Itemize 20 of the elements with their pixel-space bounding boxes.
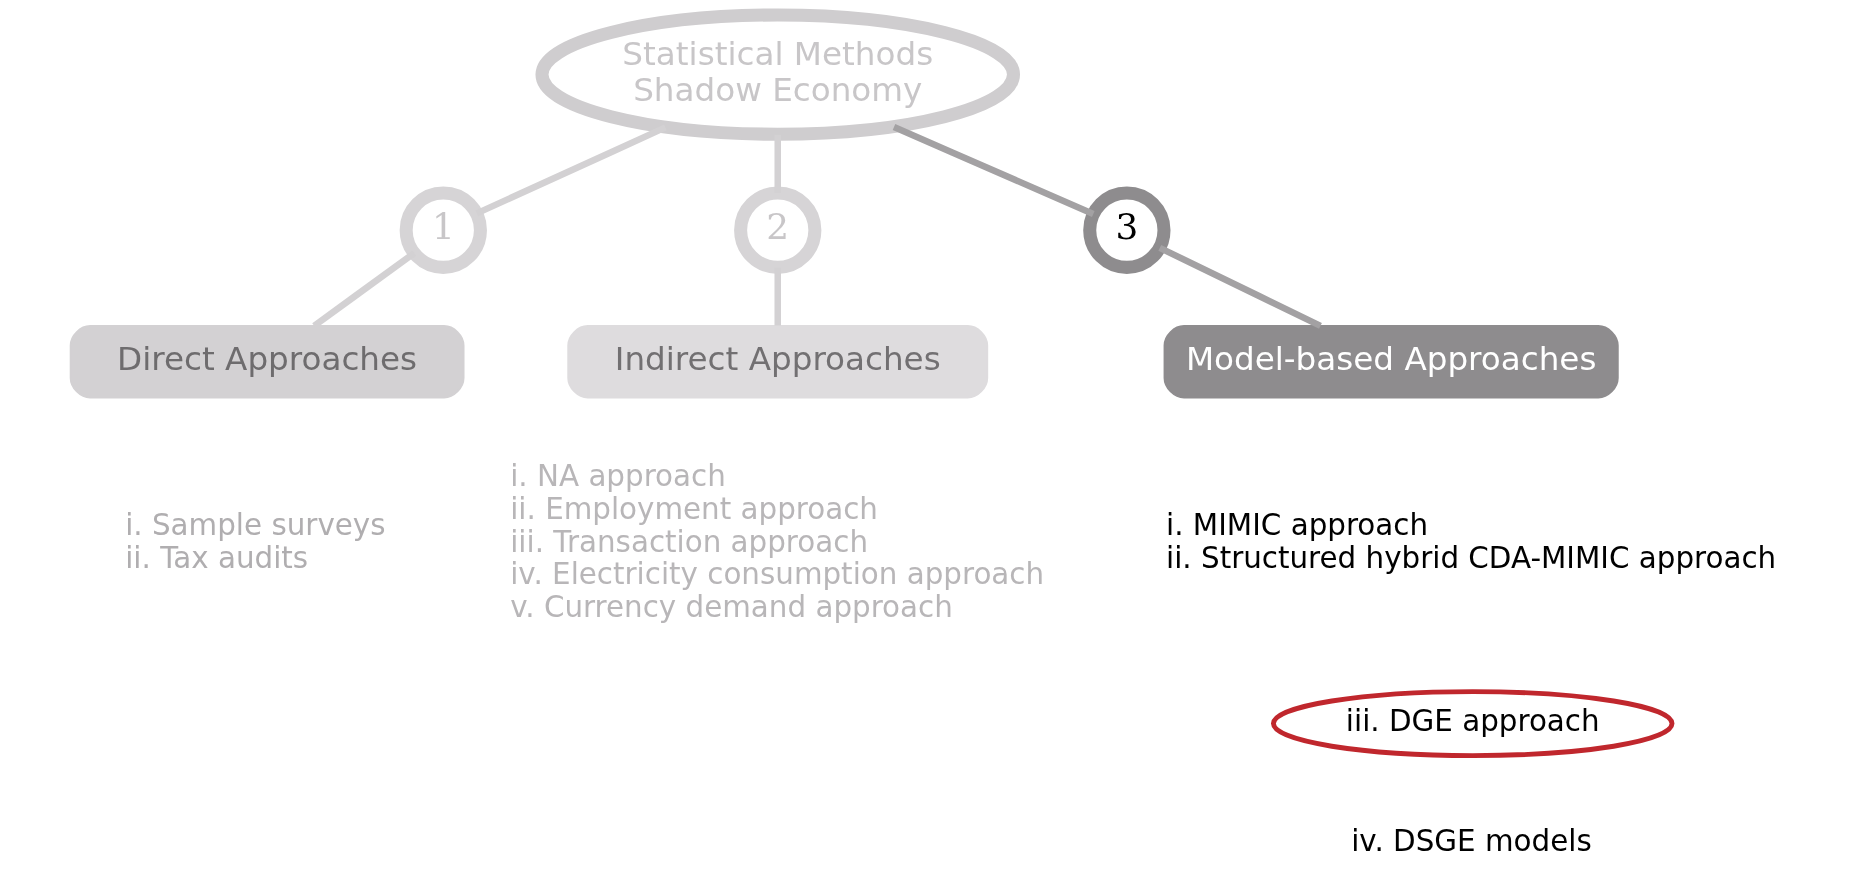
node-ellipse: iii. DGE approach xyxy=(1270,689,1674,759)
node-ellipse: Statistical Methods Shadow Economy xyxy=(534,8,1020,141)
label: iv. DSGE models xyxy=(1350,824,1592,859)
node-box: Model-based Approaches xyxy=(1163,325,1619,399)
connector xyxy=(892,124,1095,217)
node-box: Direct Approaches xyxy=(69,325,464,399)
node-label: ii. Tax audits xyxy=(124,540,308,575)
node-label: ii. Employment approach xyxy=(509,492,878,527)
node-label: v. Currency demand approach xyxy=(509,589,953,624)
node-circle: 1 xyxy=(399,186,487,274)
node-label: i. MIMIC approach xyxy=(1165,508,1428,543)
node-circle: 2 xyxy=(733,186,821,274)
node-label: i. NA approach xyxy=(509,459,726,494)
connector xyxy=(1157,244,1322,329)
node-label: ii. Structured hybrid CDA-MIMIC approach xyxy=(1165,540,1776,575)
node-circle: 3 xyxy=(1082,186,1170,274)
node-box: Indirect Approaches xyxy=(566,325,988,399)
node-label: iii. Transaction approach xyxy=(509,524,868,559)
node-label: iv. Electricity consumption approach xyxy=(509,557,1044,592)
node-label: i. Sample surveys xyxy=(124,508,386,543)
